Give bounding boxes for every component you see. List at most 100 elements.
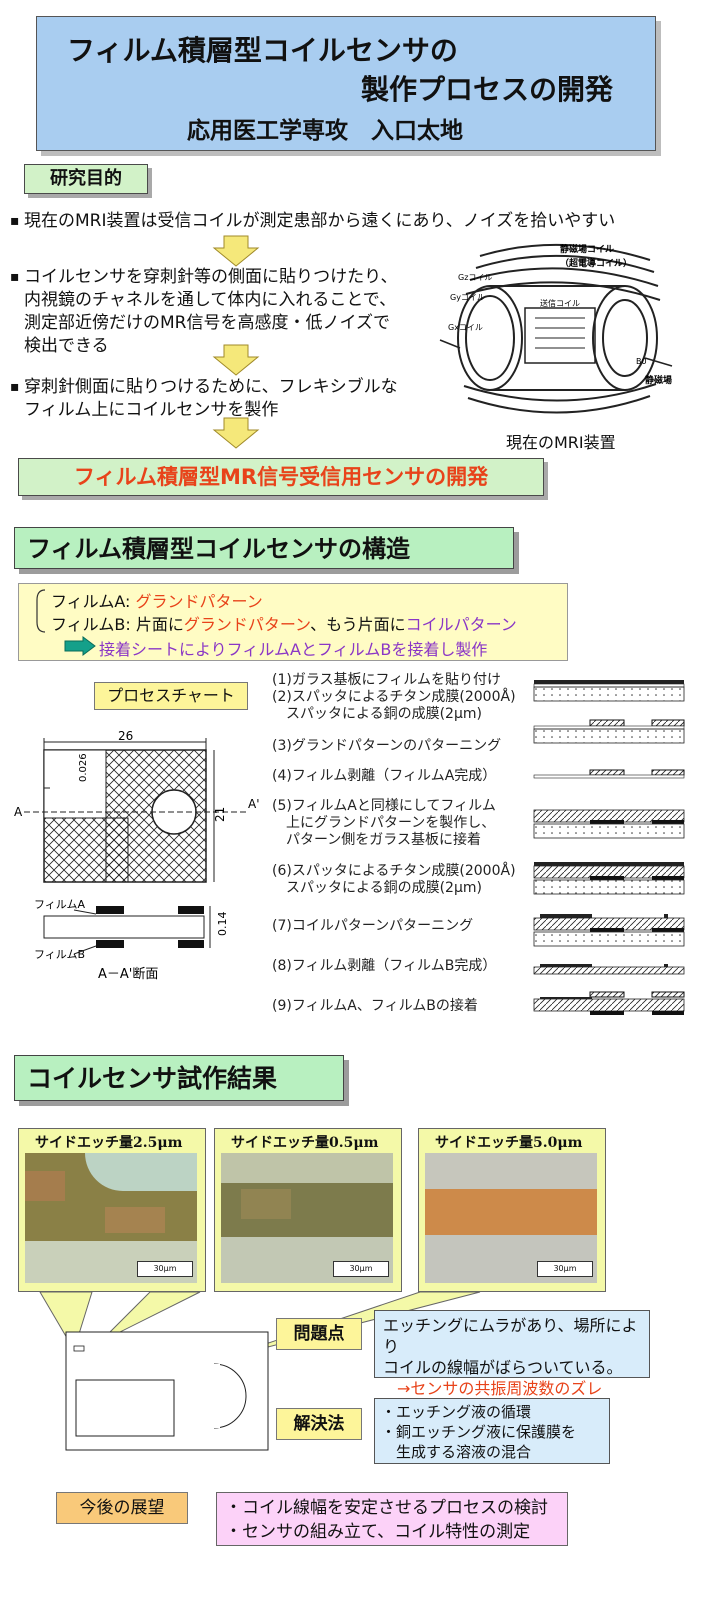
solution-box: ・エッチング液の循環 ・銅エッチング液に保護膜を 生成する溶液の混合 (374, 1398, 610, 1464)
step-9: (9)フィルムA、フィルムBの接着 (272, 998, 478, 1014)
thickness-label: 0.14 (216, 912, 229, 937)
cross-section-4 (533, 769, 685, 779)
step-text: スパッタによる銅の成膜(2μm) (272, 706, 482, 722)
film-a-value: グランドパターン (135, 592, 263, 611)
outlook-text: ・コイル線幅を安定させるプロセスの検討 (225, 1498, 548, 1518)
bracket-icon (36, 589, 46, 633)
section-label: A－A'断面 (98, 967, 158, 982)
scale-bar: 30μm (137, 1261, 193, 1277)
right-arrow-icon (64, 636, 96, 656)
cross-section-3 (533, 719, 685, 744)
film-b-diagram-label: フィルムB (34, 948, 85, 961)
author: 応用医工学専攻 入口太地 (187, 118, 463, 144)
down-arrow-icon (212, 344, 260, 376)
film-a-diagram-label: フィルムA (34, 898, 86, 911)
height-label: 21 (213, 807, 227, 822)
mri-device-figure: 静磁場コイル （超電導コイル） Gzコイル Gyコイル Gxコイル 送信コイル … (439, 243, 673, 414)
cross-section-8 (533, 964, 685, 975)
bullet-1: ▪ 現在のMRI装置は受信コイルが測定患部から遠くにあり、ノイズを拾いやすい (10, 210, 704, 233)
a-prime-label: A' (248, 797, 260, 811)
film-b-prefix: フィルムB: 片面に (51, 615, 184, 634)
step-text: (5)フィルムAと同様にしてフィルム (272, 798, 496, 814)
photo-panel-2: サイドエッチ量0.5μm 30μm (214, 1128, 402, 1292)
photo-panel-1: サイドエッチ量2.5μm 30μm (18, 1128, 206, 1292)
down-arrow-icon (212, 235, 260, 267)
a-label: A (14, 805, 23, 819)
step-7: (7)コイルパターンパターニング (272, 918, 474, 934)
problem-text: コイルの線幅がばらついている。 (383, 1358, 623, 1377)
bullet-text: 内視鏡のチャネルを通して体内に入れることで、 (24, 290, 397, 310)
section-heading-purpose: 研究目的 (24, 164, 148, 194)
solution-text: 生成する溶液の混合 (381, 1443, 532, 1461)
problem-text: エッチングにムラがあり、場所により (383, 1316, 638, 1356)
bullet-text: フィルム上にコイルセンサを製作 (24, 400, 279, 420)
photo-label: サイドエッチ量2.5μm (35, 1135, 183, 1151)
figure-label: Gyコイル (450, 293, 485, 302)
problem-label: 問題点 (276, 1318, 362, 1350)
process-chart-label: プロセスチャート (94, 682, 248, 710)
bullet-dot: ▪ (10, 213, 20, 229)
problem-result: →センサの共振周波数のズレ (397, 1379, 603, 1398)
conclusion-banner: フィルム積層型MR信号受信用センサの開発 (18, 458, 544, 496)
bullet-text: コイルセンサを穿刺針等の側面に貼りつけたり、 (24, 267, 398, 287)
section-heading-results: コイルセンサ試作結果 (14, 1055, 344, 1101)
film-b-mid: 、もう片面に (310, 615, 406, 634)
bond-note: 接着シートによりフィルムAとフィルムBを接着し製作 (99, 640, 488, 659)
photo-panel-3: サイドエッチ量5.0μm 30μm (418, 1128, 606, 1292)
section-heading-structure: フィルム積層型コイルセンサの構造 (14, 527, 514, 569)
coil-dimension-diagram: 26 0.026 A A' 21 フィルムA フィルムB 0.14 A－A'断面 (14, 729, 260, 982)
step-text: (2)スパッタによるチタン成膜(2000Å) (272, 689, 516, 705)
film-b-line: フィルムB: 片面にグランドパターン、もう片面にコイルパターン (51, 611, 517, 635)
cross-section-6 (533, 862, 685, 895)
structure-note-box: フィルムA: グランドパターン フィルムB: 片面にグランドパターン、もう片面に… (18, 583, 568, 661)
film-a-line: フィルムA: グランドパターン (51, 588, 263, 612)
bullet-text: 現在のMRI装置は受信コイルが測定患部から遠くにあり、ノイズを拾いやすい (24, 211, 616, 231)
down-arrow-icon (212, 417, 260, 449)
step-text: スパッタによる銅の成膜(2μm) (272, 880, 482, 896)
outlook-text: ・センサの組み立て、コイル特性の測定 (225, 1522, 531, 1542)
step-text: (1)ガラス基板にフィルムを貼り付け (272, 672, 501, 688)
film-a-prefix: フィルムA: (51, 592, 136, 611)
micrograph-3: 30μm (425, 1153, 597, 1283)
bullet-text: 検出できる (24, 336, 109, 356)
scale-bar: 30μm (537, 1261, 593, 1277)
film-b-value-2: コイルパターン (405, 615, 517, 634)
step-text: (6)スパッタによるチタン成膜(2000Å) (272, 863, 516, 879)
step-4: (4)フィルム剥離（フィルムA完成） (272, 768, 497, 784)
step-text: パターン側をガラス基板に接着 (272, 832, 482, 848)
step-5: (5)フィルムAと同様にしてフィルム 上にグランドパターンを製作し、 パターン側… (272, 798, 496, 849)
bullet-2: ▪ コイルセンサを穿刺針等の側面に貼りつけたり、 内視鏡のチャネルを通して体内に… (10, 266, 424, 358)
solution-text: ・銅エッチング液に保護膜を (381, 1423, 577, 1441)
solution-label: 解決法 (276, 1408, 362, 1440)
solution-text: ・エッチング液の循環 (381, 1403, 532, 1421)
width-label: 26 (118, 729, 133, 743)
bullet-text: 穿刺針側面に貼りつけるために、フレキシブルな (24, 377, 398, 397)
step-3: (3)グランドパターンのパターニング (272, 738, 502, 754)
photo-label: サイドエッチ量5.0μm (435, 1135, 583, 1151)
figure-label: 静磁場コイル (560, 243, 614, 255)
outlook-label: 今後の展望 (56, 1492, 188, 1524)
cross-section-9 (533, 991, 685, 1015)
step-1-2: (1)ガラス基板にフィルムを貼り付け (2)スパッタによるチタン成膜(2000Å… (272, 672, 516, 723)
gap-label: 0.026 (78, 753, 89, 782)
step-6: (6)スパッタによるチタン成膜(2000Å) スパッタによる銅の成膜(2μm) (272, 863, 516, 897)
cross-section-7 (533, 914, 685, 947)
scale-bar: 30μm (333, 1261, 389, 1277)
figure-caption: 現在のMRI装置 (506, 433, 616, 452)
step-8: (8)フィルム剥離（フィルムB完成） (272, 958, 497, 974)
process-cross-sections (533, 680, 685, 1015)
figure-label: Gzコイル (458, 273, 492, 282)
step-text: 上にグランドパターンを製作し、 (272, 815, 496, 831)
title-box: フィルム積層型コイルセンサの 製作プロセスの開発 応用医工学専攻 入口太地 (36, 16, 656, 151)
figure-label: 送信コイル (540, 298, 580, 308)
bullet-dot: ▪ (10, 269, 20, 285)
micrograph-2: 30μm (221, 1153, 393, 1283)
micrograph-1: 30μm (25, 1153, 197, 1283)
title-line-1: フィルム積層型コイルセンサの (67, 34, 458, 67)
bullet-3: ▪ 穿刺針側面に貼りつけるために、フレキシブルな フィルム上にコイルセンサを製作 (10, 376, 424, 422)
title-line-2: 製作プロセスの開発 (361, 73, 614, 106)
photo-label: サイドエッチ量0.5μm (231, 1135, 379, 1151)
problem-box: エッチングにムラがあり、場所により コイルの線幅がばらついている。 →センサの共… (374, 1310, 650, 1398)
cross-section-1 (533, 680, 685, 702)
figure-label: B0 (636, 357, 647, 366)
